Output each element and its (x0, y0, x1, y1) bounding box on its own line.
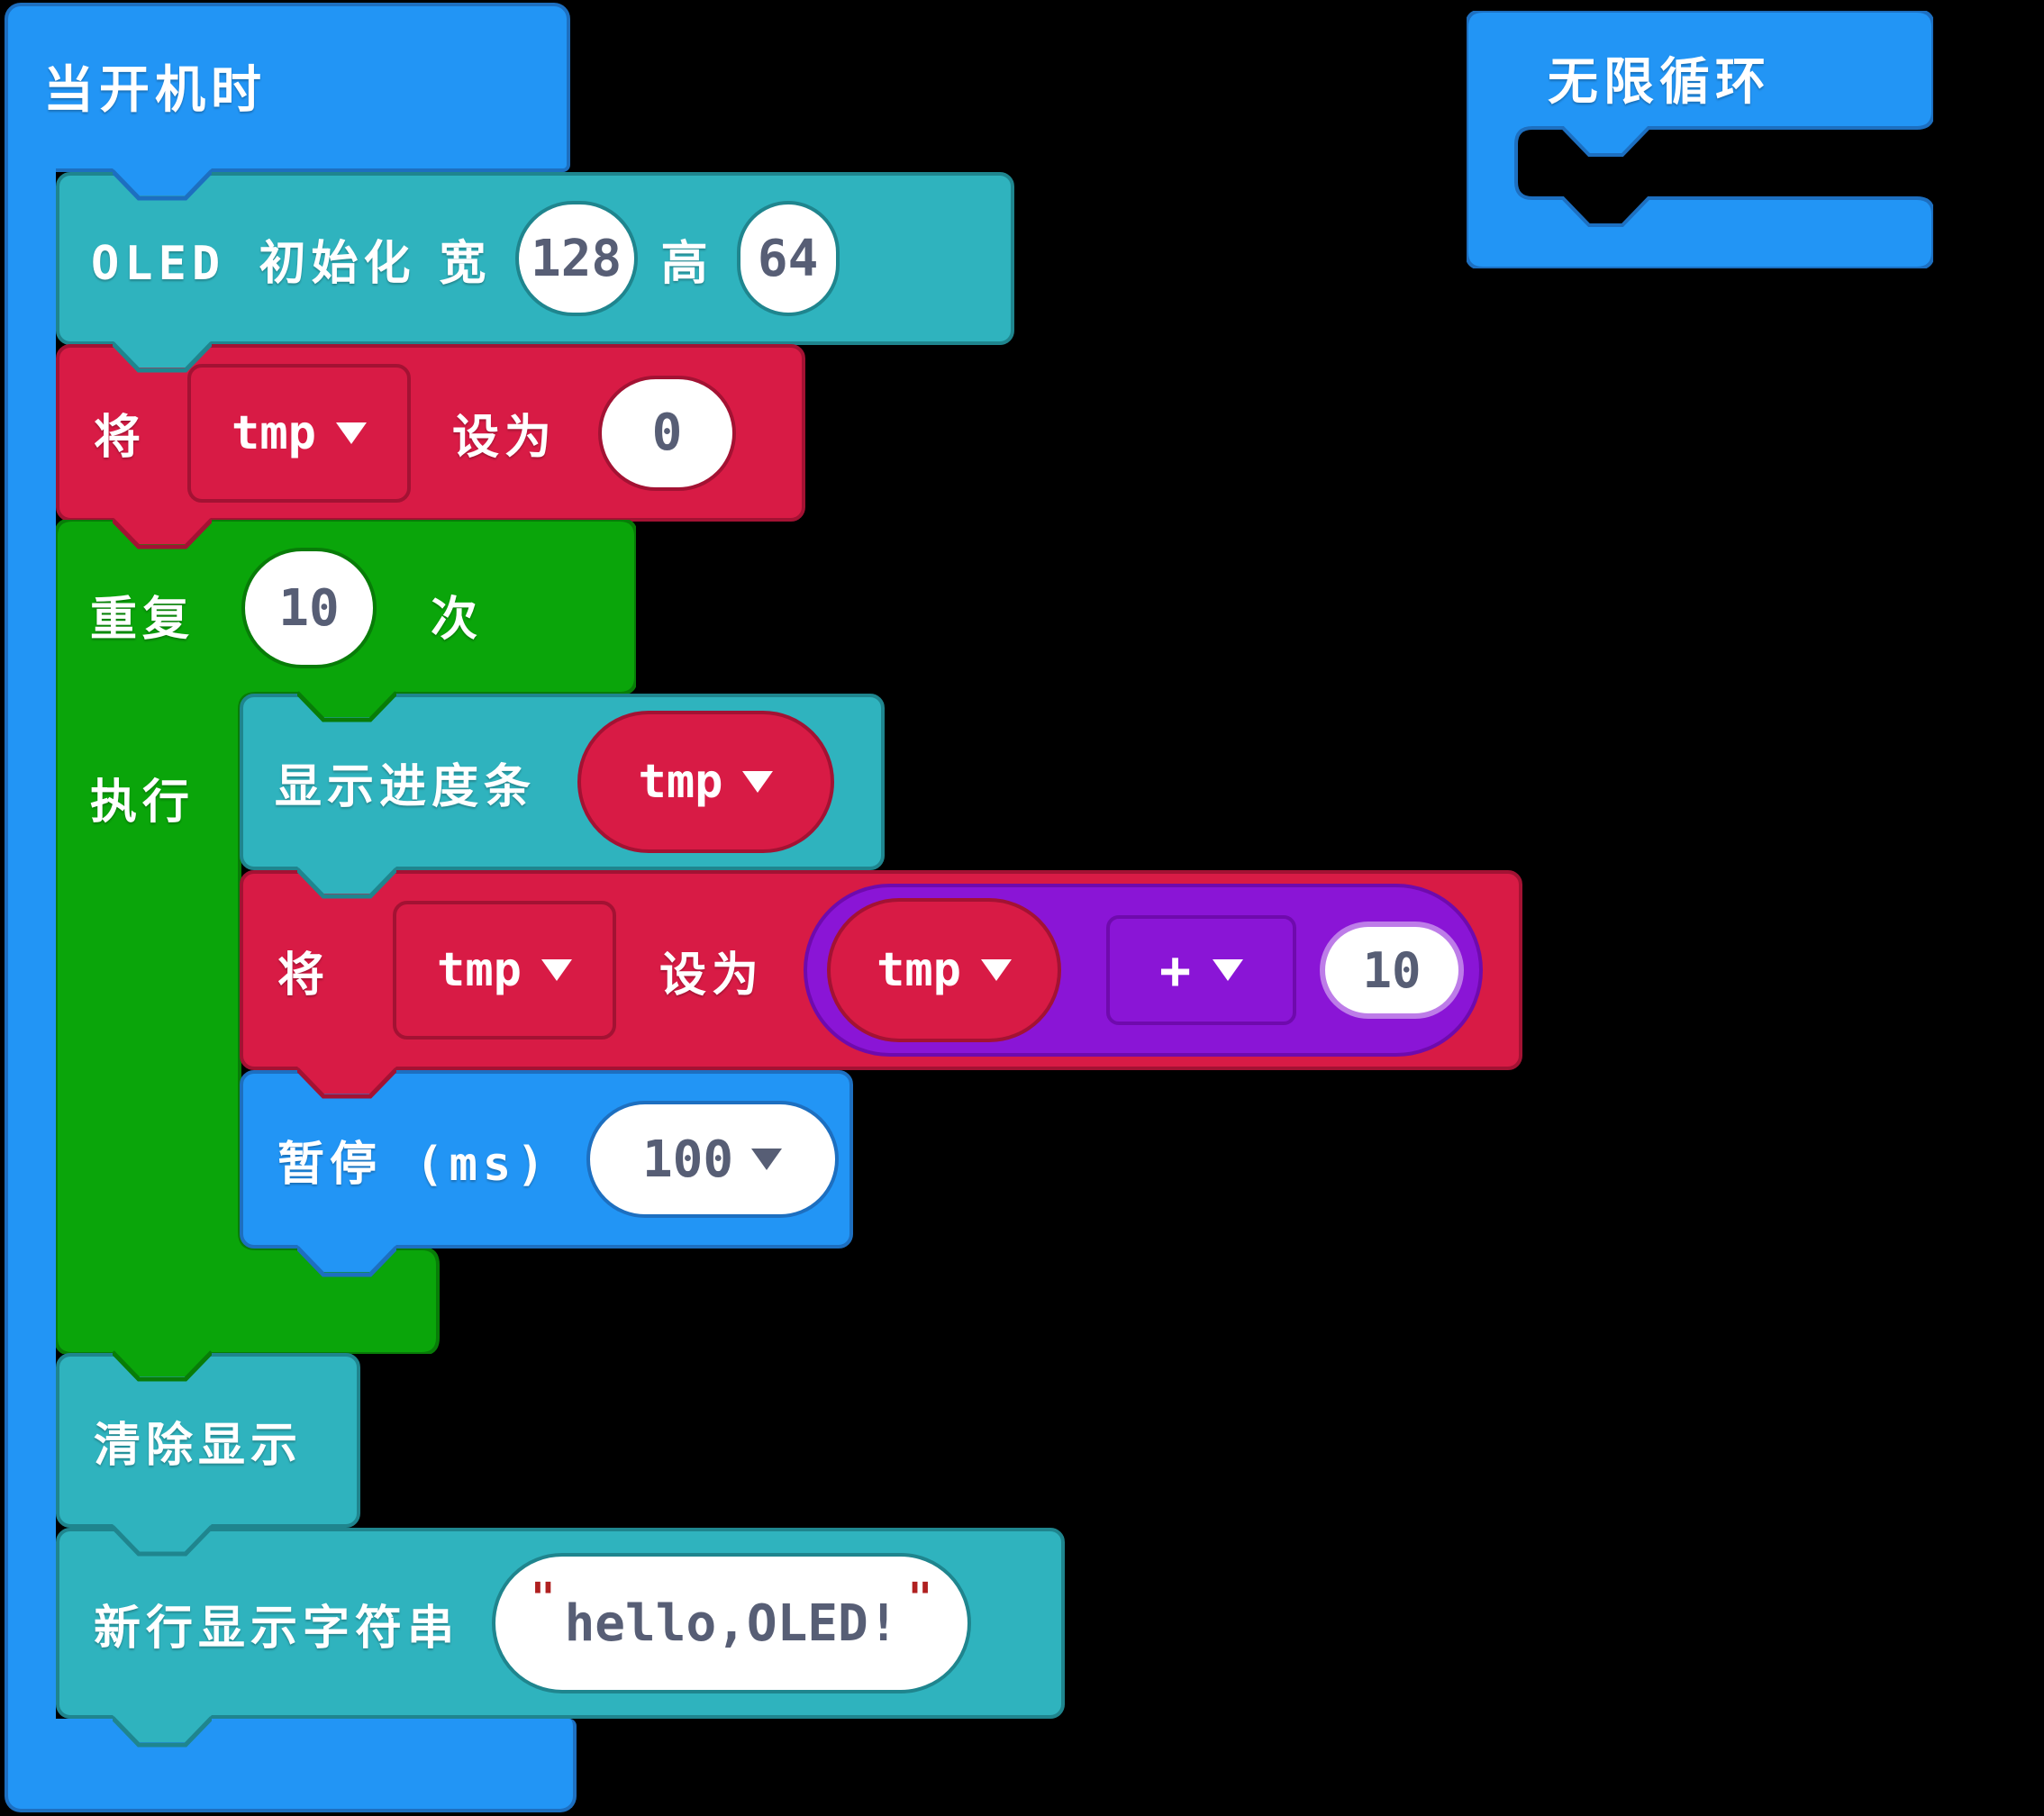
operand-input[interactable]: 10 (1320, 922, 1465, 1019)
pause-block[interactable]: 暂停 (ms) 100 (240, 1070, 853, 1248)
progress-variable-dropdown[interactable]: tmp (577, 711, 835, 853)
oled-init-block[interactable]: OLED 初始化 宽 128 高 64 (56, 172, 1014, 345)
progress-variable-name: tmp (638, 755, 723, 809)
block-connector-tab (113, 1349, 212, 1382)
expr-variable-dropdown[interactable]: tmp (827, 898, 1062, 1042)
on-start-spine (5, 108, 56, 1775)
on-start-label: 当开机时 (43, 61, 267, 120)
string-input[interactable]: " hello,OLED! " (492, 1553, 972, 1693)
variable-name: tmp (232, 405, 316, 460)
oled-height-input[interactable]: 64 (736, 201, 840, 316)
oled-height-value: 64 (757, 229, 819, 288)
oled-width-value: 128 (530, 229, 622, 288)
value-text: 0 (651, 404, 683, 462)
repeat-prefix-label: 重复 (90, 593, 195, 647)
block-connector-tab (113, 340, 212, 373)
value-input[interactable]: 0 (598, 375, 737, 491)
repeat-suffix-label: 次 (431, 593, 484, 647)
set-expr-prefix-label: 将 (277, 948, 331, 1003)
dropdown-arrow-icon (1212, 959, 1243, 981)
string-value: hello,OLED! (564, 1594, 899, 1653)
variable-name: tmp (437, 943, 522, 997)
math-expression-block[interactable]: tmp + 10 (804, 884, 1484, 1057)
block-connector-tab (297, 690, 396, 722)
on-start-bottom-bar (5, 1719, 577, 1812)
repeat-do-label: 执行 (90, 776, 195, 830)
on-start-hat-block[interactable] (5, 3, 570, 172)
repeat-block-shape (54, 518, 638, 1356)
set-variable-block[interactable]: 将 tmp 设为 0 (56, 344, 805, 522)
show-progress-block[interactable]: 显示进度条 tmp (240, 694, 885, 870)
open-quote: " (530, 1574, 556, 1622)
block-connector-tab (113, 168, 212, 201)
pause-label: 暂停 (ms) (277, 1137, 550, 1192)
repeat-count-input[interactable]: 10 (241, 548, 377, 668)
block-connector-tab (297, 1067, 396, 1099)
oled-width-input[interactable]: 128 (514, 201, 638, 316)
block-connector-tab (113, 517, 212, 549)
operator-symbol: + (1159, 940, 1191, 1001)
pause-duration-dropdown[interactable]: 100 (586, 1101, 839, 1218)
variable-dropdown[interactable]: tmp (393, 901, 617, 1040)
show-progress-label: 显示进度条 (275, 759, 537, 814)
forever-label: 无限循环 (1548, 53, 1771, 112)
expr-variable-name: tmp (877, 943, 961, 997)
block-connector-tab (113, 1715, 212, 1748)
set-suffix-label: 设为 (452, 411, 558, 465)
dropdown-arrow-icon (541, 959, 572, 981)
show-string-label: 新行显示字符串 (94, 1601, 460, 1656)
show-string-block[interactable]: 新行显示字符串 " hello,OLED! " (56, 1528, 1065, 1719)
dropdown-arrow-icon (751, 1149, 783, 1170)
set-prefix-label: 将 (94, 411, 147, 465)
block-connector-tab (297, 1245, 396, 1277)
forever-block-shape (1465, 9, 1935, 270)
set-expr-suffix-label: 设为 (659, 948, 765, 1003)
repeat-count-value: 10 (278, 578, 340, 638)
operator-dropdown[interactable]: + (1106, 915, 1297, 1025)
dropdown-arrow-icon (980, 959, 1012, 981)
clear-display-block[interactable]: 清除显示 (56, 1353, 360, 1528)
forever-block[interactable] (1465, 9, 1935, 270)
oled-width-label: 宽 (439, 236, 492, 291)
oled-height-label: 高 (660, 236, 713, 291)
set-variable-expression-block[interactable]: 将 tmp 设为 tmp + 10 (240, 870, 1522, 1070)
close-quote: " (907, 1574, 933, 1622)
variable-dropdown[interactable]: tmp (187, 363, 412, 503)
dropdown-arrow-icon (742, 771, 774, 793)
clear-display-label: 清除显示 (94, 1418, 304, 1473)
block-connector-tab (113, 1524, 212, 1557)
block-connector-tab (297, 867, 396, 899)
dropdown-arrow-icon (335, 422, 367, 444)
pause-duration-value: 100 (641, 1130, 734, 1189)
repeat-block[interactable] (54, 518, 638, 1356)
operand-value: 10 (1362, 941, 1422, 999)
oled-init-label: OLED 初始化 (91, 236, 416, 291)
